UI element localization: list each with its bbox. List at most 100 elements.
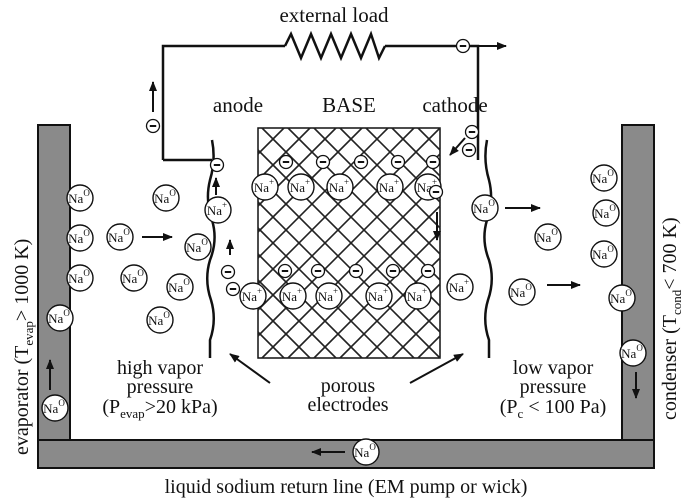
base-mesh-line bbox=[257, 127, 441, 311]
sodium-ion: Na+ bbox=[239, 282, 267, 310]
svg-text:NaO: NaO bbox=[168, 277, 190, 295]
base-mesh-line bbox=[257, 305, 311, 359]
sodium-atom: NaO bbox=[508, 278, 536, 306]
sodium-atom: NaO bbox=[146, 306, 174, 334]
sodium-atom: NaO bbox=[120, 264, 148, 292]
base-mesh-line bbox=[417, 127, 441, 151]
svg-text:NaO: NaO bbox=[610, 288, 632, 306]
svg-text:Na+: Na+ bbox=[449, 277, 469, 295]
sodium-atom: NaO bbox=[352, 438, 380, 466]
sodium-ion: Na+ bbox=[404, 282, 432, 310]
electron bbox=[461, 142, 477, 158]
svg-text:NaO: NaO bbox=[354, 442, 376, 460]
sodium-atom: NaO bbox=[608, 284, 636, 312]
electron bbox=[315, 154, 331, 170]
svg-text:NaO: NaO bbox=[154, 188, 176, 206]
svg-text:Na+: Na+ bbox=[318, 286, 338, 304]
svg-text:Na+: Na+ bbox=[329, 177, 349, 195]
base-mesh-line bbox=[257, 127, 311, 181]
sodium-atom: NaO bbox=[152, 184, 180, 212]
sodium-ion: Na+ bbox=[251, 173, 279, 201]
arrow bbox=[409, 353, 464, 384]
sodium-ion: Na+ bbox=[279, 282, 307, 310]
base-mesh-line bbox=[417, 335, 441, 359]
svg-text:NaO: NaO bbox=[621, 343, 643, 361]
svg-text:NaO: NaO bbox=[68, 268, 90, 286]
sodium-ion: Na+ bbox=[204, 196, 232, 224]
base-mesh-line bbox=[257, 279, 337, 359]
electron bbox=[209, 157, 225, 173]
base-mesh-line bbox=[287, 127, 441, 281]
electron bbox=[428, 184, 444, 200]
electron bbox=[278, 154, 294, 170]
electron bbox=[277, 263, 293, 279]
sodium-atom: NaO bbox=[41, 394, 69, 422]
return-line-pipe bbox=[37, 439, 655, 469]
electron bbox=[145, 118, 161, 134]
svg-text:Na+: Na+ bbox=[407, 286, 427, 304]
base-mesh-line bbox=[257, 127, 285, 155]
base-mesh-line bbox=[257, 201, 415, 359]
low-vapor-line2: pressure bbox=[520, 376, 587, 398]
electron bbox=[455, 38, 471, 54]
base-mesh-line bbox=[287, 205, 441, 359]
electron bbox=[225, 281, 241, 297]
porous-line2: electrodes bbox=[307, 394, 388, 416]
svg-text:NaO: NaO bbox=[536, 227, 558, 245]
sodium-ion: Na+ bbox=[287, 173, 315, 201]
base-label: BASE bbox=[322, 93, 376, 117]
svg-text:NaO: NaO bbox=[186, 237, 208, 255]
sodium-atom: NaO bbox=[46, 304, 74, 332]
svg-text:NaO: NaO bbox=[48, 308, 70, 326]
svg-text:NaO: NaO bbox=[594, 203, 616, 221]
svg-text:Na+: Na+ bbox=[254, 177, 274, 195]
svg-text:NaO: NaO bbox=[592, 168, 614, 186]
sodium-atom: NaO bbox=[592, 199, 620, 227]
base-mesh-line bbox=[391, 309, 441, 359]
arrow bbox=[229, 353, 271, 384]
sodium-ion: Na+ bbox=[446, 273, 474, 301]
electron bbox=[348, 263, 364, 279]
cathode-electrode bbox=[483, 139, 493, 358]
base-mesh-line bbox=[257, 127, 389, 259]
electron bbox=[385, 263, 401, 279]
electron bbox=[220, 264, 236, 280]
sodium-atom: NaO bbox=[66, 184, 94, 212]
external-load-label: external load bbox=[279, 3, 389, 27]
svg-text:NaO: NaO bbox=[68, 188, 90, 206]
sodium-atom: NaO bbox=[184, 233, 212, 261]
svg-text:Na+: Na+ bbox=[290, 177, 310, 195]
return-line-label: liquid sodium return line (EM pump or wi… bbox=[165, 476, 528, 498]
svg-text:Na+: Na+ bbox=[242, 286, 262, 304]
sodium-atom: NaO bbox=[590, 240, 618, 268]
sodium-ion: Na+ bbox=[315, 282, 343, 310]
svg-text:NaO: NaO bbox=[148, 310, 170, 328]
base-mesh-line bbox=[257, 127, 415, 285]
sodium-ion: Na+ bbox=[365, 282, 393, 310]
flow-arrows bbox=[46, 42, 640, 456]
svg-text:NaO: NaO bbox=[43, 398, 65, 416]
svg-text:NaO: NaO bbox=[592, 244, 614, 262]
low-vapor-line1: low vapor bbox=[513, 357, 594, 379]
svg-text:Na+: Na+ bbox=[282, 286, 302, 304]
electron bbox=[420, 263, 436, 279]
external-load-resistor bbox=[283, 30, 387, 62]
svg-text:NaO: NaO bbox=[122, 268, 144, 286]
sodium-atom: NaO bbox=[66, 264, 94, 292]
sodium-ion: Na+ bbox=[376, 173, 404, 201]
high-vapor-line3: (Pevap>20 kPa) bbox=[102, 396, 217, 421]
sodium-atom: NaO bbox=[471, 194, 499, 222]
svg-text:Na+: Na+ bbox=[379, 177, 399, 195]
condenser-label: condenser (Tcond< 700 K) bbox=[659, 217, 684, 420]
electron bbox=[464, 124, 480, 140]
sodium-atom: NaO bbox=[166, 273, 194, 301]
high-vapor-line2: pressure bbox=[127, 376, 194, 398]
anode-electrode bbox=[206, 139, 216, 358]
electron bbox=[353, 154, 369, 170]
cathode-label: cathode bbox=[422, 93, 487, 117]
svg-text:Na+: Na+ bbox=[207, 200, 227, 218]
base-mesh-line bbox=[257, 253, 363, 359]
svg-text:Na+: Na+ bbox=[368, 286, 388, 304]
arrow bbox=[449, 137, 466, 156]
porous-line1: porous bbox=[321, 375, 376, 397]
